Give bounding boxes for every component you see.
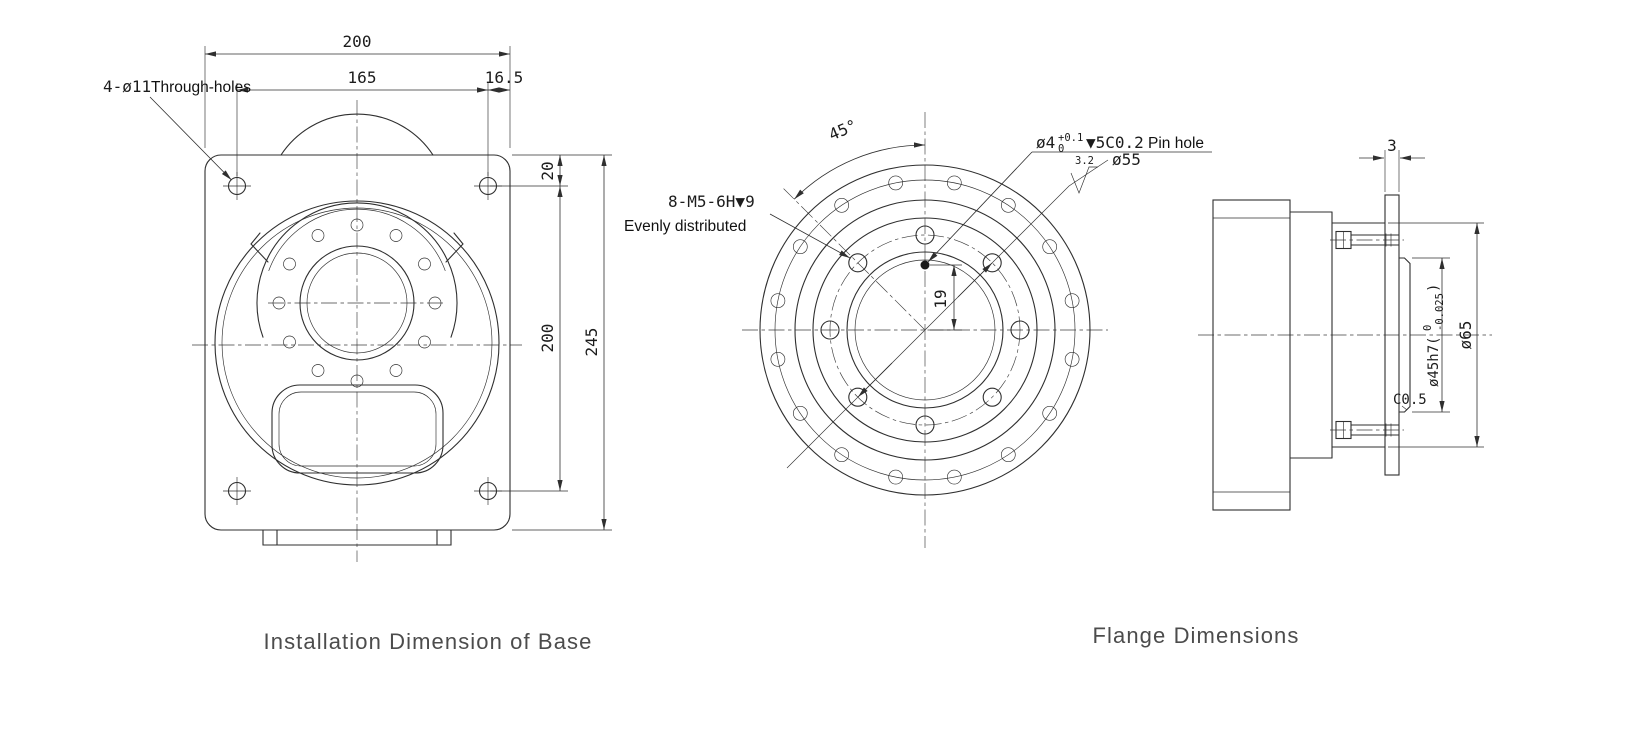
thread-note: Evenly distributed <box>624 218 746 235</box>
dim-overall-width: 200 <box>343 32 372 51</box>
angle-dimension: 45° <box>793 116 926 200</box>
base-dimensions: 200 165 16.5 20 200 245 4-ø11 Through-ho… <box>103 32 612 531</box>
side-screw-bottom <box>1330 420 1404 440</box>
base-outline <box>204 113 511 546</box>
pin-hole-tol-lower: 0 <box>1058 143 1064 155</box>
pin-hole-callout: ø4 +0.1 0 ▼5C0.2 Pin hole 3.2 <box>927 132 1212 263</box>
dim-hole-edge-offset: 16.5 <box>485 68 524 87</box>
dim-spigot-prefix: ø45h7( <box>1426 336 1442 387</box>
base-bolt-holes <box>272 218 442 388</box>
dim-spigot: ø45h7( 0 -0.025 ) <box>1422 284 1446 387</box>
flange-circles <box>759 164 1091 496</box>
through-holes-label: Through-holes <box>151 79 251 96</box>
base-view: 200 165 16.5 20 200 245 4-ø11 Through-ho… <box>103 32 612 562</box>
base-corner-holes <box>223 172 502 505</box>
dim-spigot-tol-lower: -0.025 <box>1434 293 1446 331</box>
dim-boss-dia: ø65 <box>1456 321 1475 350</box>
through-holes-count: 4-ø11 <box>103 77 151 96</box>
pin-hole-label: Pin hole <box>1148 135 1204 152</box>
flange-front-view: 45° ø4 +0.1 0 ▼5C0.2 Pin hole 3.2 8-M5-6… <box>624 112 1212 548</box>
dim-hole-spacing-horizontal: 165 <box>348 68 377 87</box>
pin-hole <box>920 260 930 270</box>
side-screw-top <box>1330 230 1404 250</box>
dim-bolt-circle: ø55 <box>1112 150 1141 169</box>
base-centerlines <box>192 100 522 562</box>
side-outline <box>1212 194 1411 511</box>
surface-roughness-symbol: 3.2 <box>1070 155 1098 194</box>
dim-hole-spacing-vertical: 200 <box>538 324 557 353</box>
flange-side-view: 3 ø45h7( 0 -0.025 ) ø65 C0.5 <box>1198 136 1492 511</box>
thread-spec: 8-M5-6H▼9 <box>668 192 755 211</box>
pin-hole-tol-upper: +0.1 <box>1058 132 1083 144</box>
surface-roughness-value: 3.2 <box>1075 155 1094 167</box>
caption-base-view: Installation Dimension of Base <box>264 629 593 654</box>
dim-pin-offset: 19 <box>931 289 950 308</box>
dim-angle: 45° <box>826 116 860 145</box>
dim-hole-top-offset: 20 <box>538 161 557 180</box>
pin-hole-dia: ø4 <box>1036 133 1055 152</box>
chamfer-label: C0.5 <box>1393 392 1427 408</box>
dim-flange-thickness: 3 <box>1387 136 1397 155</box>
side-dimensions: 3 ø45h7( 0 -0.025 ) ø65 C0.5 <box>1359 136 1484 448</box>
dim-spigot-suffix: ) <box>1426 284 1442 292</box>
pin-offset-dimension: 19 <box>930 264 962 331</box>
dim-spigot-tol-upper: 0 <box>1422 325 1434 331</box>
base-lower-cavity <box>271 384 444 474</box>
bolt-circle-dimension: ø55 <box>786 150 1141 469</box>
through-holes-leader: 4-ø11 Through-holes <box>103 77 251 181</box>
pin-hole-depth: ▼5C0.2 <box>1086 133 1144 152</box>
base-boss <box>250 202 464 361</box>
dim-overall-height: 245 <box>582 328 601 357</box>
tapped-holes-callout: 8-M5-6H▼9 Evenly distributed <box>624 192 851 259</box>
caption-flange-view: Flange Dimensions <box>1092 623 1299 648</box>
flange-tapped-holes <box>820 225 1030 435</box>
